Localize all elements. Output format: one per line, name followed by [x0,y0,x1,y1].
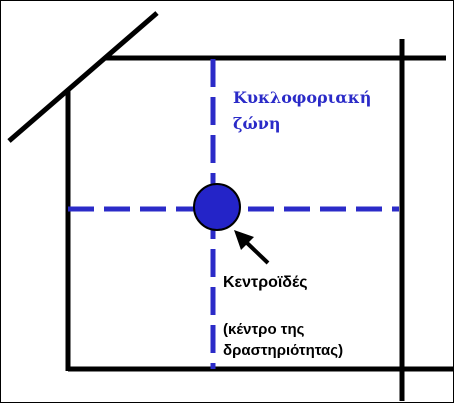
centroid-label: Κεντροϊδές [223,274,308,291]
road-diagonal [7,11,159,143]
centroid-arrow-shaft [243,239,270,265]
activity-center-label-line1: (κέντρο της [223,321,305,338]
traffic-zone-label: Κυκλοφοριακή ζώνη [233,85,371,137]
activity-center-label-line2: δραστηριότητας) [223,342,344,359]
centroid-dot [193,183,241,231]
centroid-arrow-head [234,230,254,250]
traffic-zone-label-line2: ζώνη [233,114,281,133]
activity-center-label: (κέντρο της δραστηριότητας) [223,319,343,361]
traffic-zone-label-line1: Κυκλοφοριακή [233,88,372,107]
